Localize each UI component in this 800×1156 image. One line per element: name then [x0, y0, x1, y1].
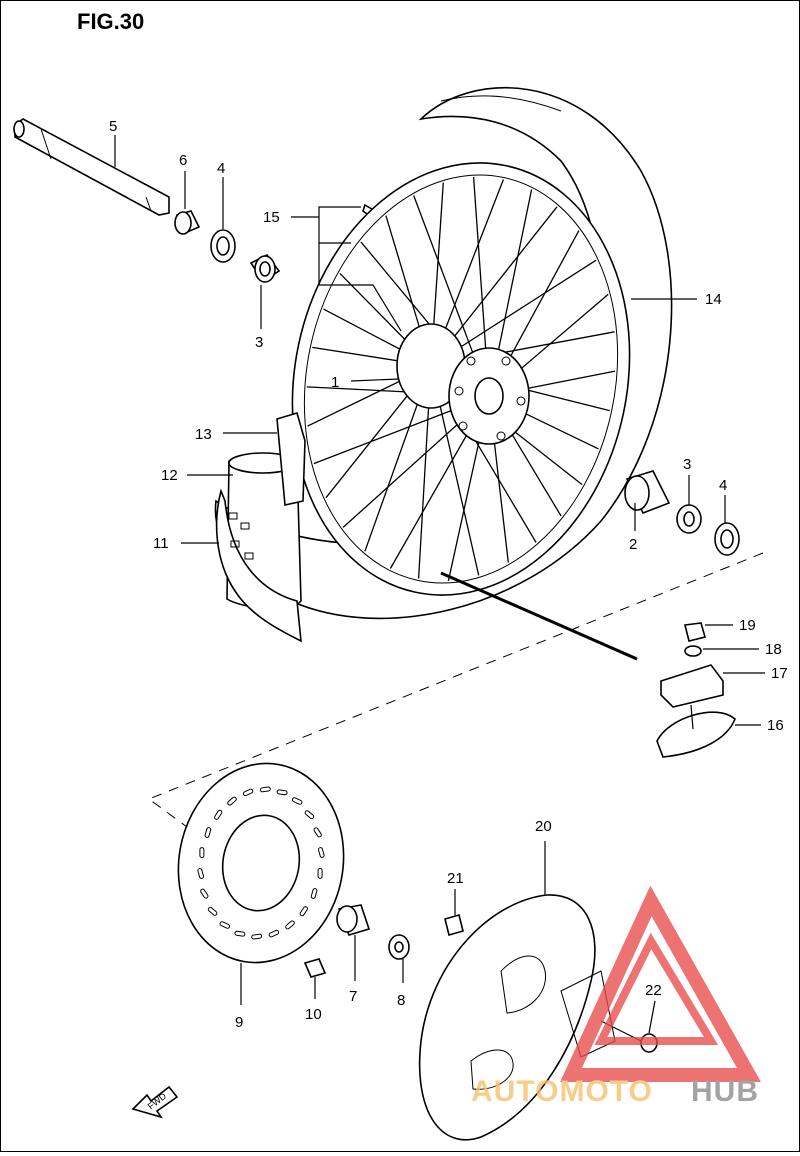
- hub-part: [396, 323, 530, 445]
- disc-slot: [219, 921, 231, 929]
- callout-1: 1: [331, 374, 339, 391]
- callout-9: 9: [235, 1014, 243, 1031]
- callout-13: 13: [195, 426, 212, 443]
- callout-22: 22: [645, 982, 662, 999]
- disc-slot: [234, 930, 246, 937]
- rim-lock-spacer-part: [660, 664, 724, 708]
- disc-slot: [291, 797, 303, 805]
- automotohub-logo: AUTOMOTO HUB: [471, 885, 761, 1108]
- disc-slot: [313, 827, 322, 838]
- figure-title: FIG.30: [77, 9, 144, 34]
- assembly-dashed-line: [147, 552, 764, 828]
- disc-slot: [317, 867, 323, 879]
- forward-direction-icon: FWD: [131, 1085, 179, 1119]
- disc-slot: [204, 827, 212, 838]
- brake-disc-part: [177, 762, 345, 964]
- axle-part: [13, 118, 170, 216]
- guard-nut-part: [444, 914, 464, 936]
- disc-slot: [285, 920, 295, 930]
- callout-12: 12: [161, 467, 178, 484]
- rim-lock-nut-part: [684, 622, 706, 642]
- rim-band-part: [276, 412, 306, 506]
- callout-7: 7: [349, 988, 357, 1005]
- disc-slot: [299, 906, 308, 917]
- disc-slot: [310, 888, 318, 899]
- disc-slot: [304, 810, 315, 820]
- disc-slot: [276, 789, 288, 796]
- disc-slot: [251, 933, 263, 940]
- callout-14: 14: [705, 291, 722, 308]
- callout-20: 20: [535, 818, 552, 835]
- callout-3-lower: 3: [683, 456, 691, 473]
- dust-seal-lower-part: [714, 522, 740, 556]
- callout-4-upper: 4: [217, 160, 225, 177]
- callout-5: 5: [109, 118, 117, 135]
- spacer-part: [624, 470, 671, 515]
- callout-3-upper: 3: [255, 334, 263, 351]
- leader-line: [291, 206, 402, 332]
- disc-slot: [207, 906, 218, 916]
- watermark-text-b: HUB: [691, 1075, 759, 1108]
- disc-slot: [259, 786, 271, 793]
- rim-lock-washer-part: [684, 645, 702, 657]
- callout-19: 19: [739, 617, 756, 634]
- leader-line: [648, 1000, 656, 1034]
- disc-slot: [199, 847, 205, 859]
- disc-bolt-part: [303, 958, 327, 978]
- callout-21: 21: [447, 870, 464, 887]
- disc-slot: [268, 929, 280, 938]
- watermark-text-a: AUTOMOTO: [471, 1075, 653, 1108]
- callout-8: 8: [397, 992, 405, 1009]
- bearing-lower-part: [676, 504, 702, 534]
- rim-lock-guide-line: [440, 571, 638, 661]
- disc-slot: [242, 788, 254, 797]
- callout-4-lower: 4: [719, 477, 727, 494]
- disc-guard-part: [418, 894, 616, 1141]
- axle-collar-part: [174, 210, 201, 235]
- callout-2: 2: [629, 536, 637, 553]
- callout-15: 15: [263, 209, 280, 226]
- callout-11: 11: [153, 535, 169, 552]
- disc-slot: [317, 847, 325, 858]
- disc-slot: [200, 888, 209, 899]
- disc-slot: [214, 809, 223, 820]
- brake-nut-part: [388, 934, 410, 960]
- dust-seal-upper-part: [210, 229, 236, 263]
- callout-18: 18: [765, 641, 782, 658]
- disc-slot: [197, 868, 205, 879]
- disc-slot: [227, 796, 237, 806]
- brake-collar-part: [336, 904, 371, 936]
- callout-17: 17: [771, 665, 788, 682]
- callout-6: 6: [179, 152, 187, 169]
- rim-lock-part: [656, 704, 736, 758]
- leader-line: [350, 378, 400, 382]
- tire-tread-part: [215, 488, 302, 643]
- bearing-upper-part: [249, 253, 281, 283]
- callout-16: 16: [767, 717, 784, 734]
- callout-10: 10: [305, 1006, 322, 1023]
